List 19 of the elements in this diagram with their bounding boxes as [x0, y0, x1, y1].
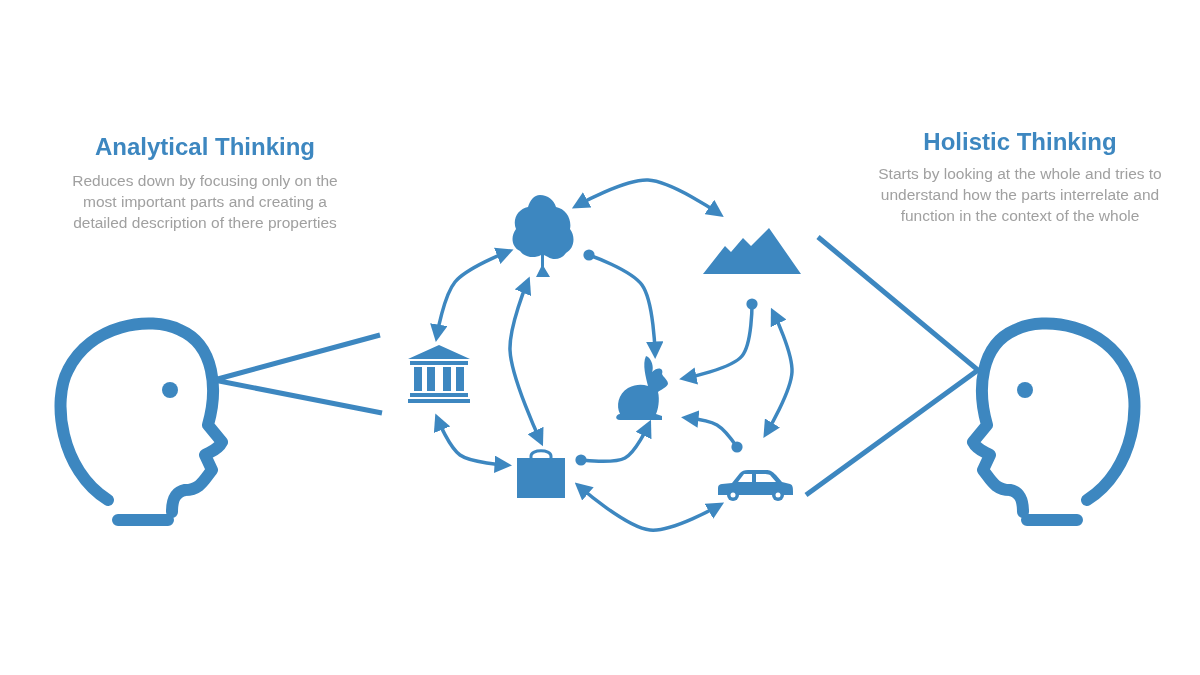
description: Reduces down by focusing only on the most important parts and creating a detailed description of there properties [71, 171, 339, 233]
tree-icon [510, 195, 576, 277]
arrow [508, 276, 544, 447]
arrow [430, 247, 514, 342]
arrow [679, 298, 758, 385]
arrow [571, 178, 724, 217]
bag-icon [517, 450, 565, 498]
description: Starts by looking at the whole and tries to understand how the parts interrelate and function in the context of the whole [877, 164, 1163, 226]
arrow [681, 410, 743, 453]
arrow [583, 249, 664, 359]
arrow [574, 482, 725, 532]
building-icon [408, 345, 470, 403]
heading: Analytical Thinking [94, 133, 316, 161]
arrow [575, 419, 652, 466]
mountain-icon [703, 228, 801, 274]
heading: Holistic Thinking [922, 128, 1118, 156]
car-icon [718, 470, 793, 501]
arrow [763, 307, 794, 438]
arrow [434, 413, 512, 474]
